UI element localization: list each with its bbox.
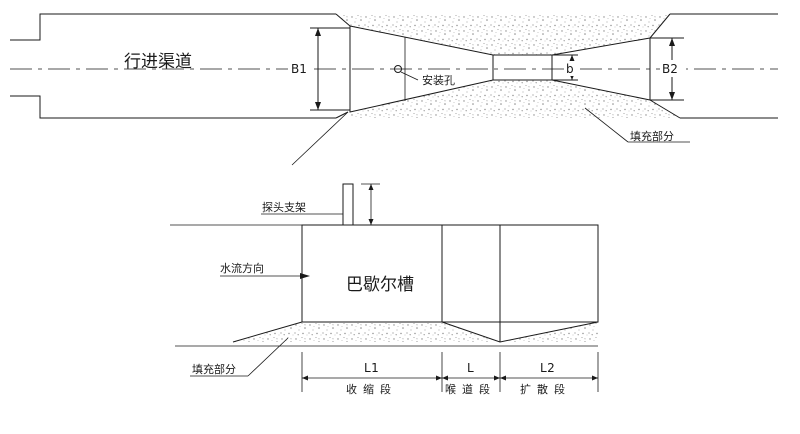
section-fill-label: 填充部分 — [192, 362, 236, 376]
probe-bracket-label: 探头支架 — [262, 201, 306, 214]
section-view — [170, 183, 599, 392]
throat-width-label: b — [566, 62, 574, 76]
dim-l: L — [467, 361, 474, 375]
mount-hole-label: 安装孔 — [422, 73, 455, 87]
entry-width-label: B1 — [291, 62, 307, 76]
segment-throat: 喉道段 — [445, 382, 496, 396]
plan-fill-bottom — [348, 80, 680, 118]
flume-body — [301, 224, 599, 323]
section-fill-left — [233, 322, 442, 342]
flume-title: 巴歇尔槽 — [346, 275, 414, 295]
exit-width-label: B2 — [662, 62, 678, 76]
mount-hole-icon — [394, 65, 402, 73]
dim-l1: L1 — [364, 361, 379, 375]
dim-l2: L2 — [540, 361, 555, 375]
segment-expansion: 扩散段 — [520, 382, 571, 396]
plan-fill-top — [336, 14, 670, 55]
channel-label: 行进渠道 — [124, 52, 192, 72]
segment-contraction: 收缩段 — [346, 382, 397, 396]
plan-view — [10, 13, 778, 166]
channel-top-wall — [10, 13, 336, 41]
probe-bracket — [342, 183, 354, 226]
channel-bottom-wall — [10, 95, 336, 119]
plan-fill-label: 填充部分 — [630, 129, 674, 143]
flow-direction-label: 水流方向 — [220, 261, 264, 275]
